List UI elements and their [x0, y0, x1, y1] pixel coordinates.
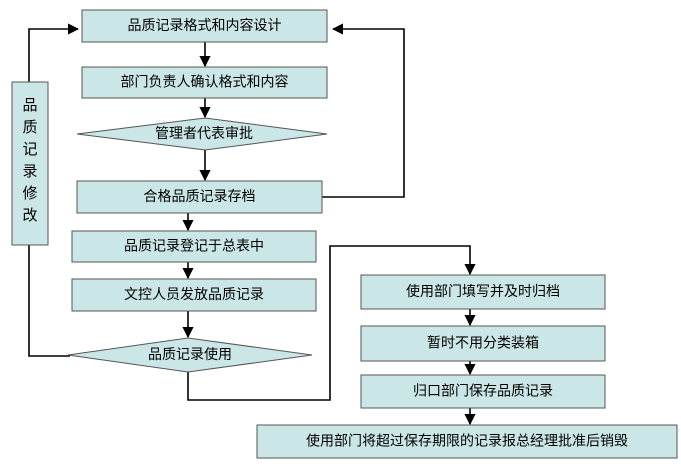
connectors	[28, 23, 476, 426]
node-archive: 合格品质记录存档	[76, 180, 323, 214]
node-distribute: 文控人员发放品质记录	[71, 278, 317, 312]
modify-char-1: 质	[22, 118, 37, 136]
svg-text:归口部门保存品质记录: 归口部门保存品质记录	[413, 383, 553, 400]
svg-text:部门负责人确认格式和内容: 部门负责人确认格式和内容	[121, 74, 289, 91]
modify-box: 品 质 记 录 修 改	[11, 81, 49, 246]
node-approve: 管理者代表审批	[76, 117, 328, 151]
node-boxing: 暂时不用分类装箱	[360, 325, 606, 362]
svg-text:管理者代表审批: 管理者代表审批	[155, 126, 253, 142]
svg-text:品质记录登记于总表中: 品质记录登记于总表中	[124, 239, 264, 255]
svg-text:暂时不用分类装箱: 暂时不用分类装箱	[427, 336, 539, 352]
node-confirm: 部门负责人确认格式和内容	[81, 66, 328, 99]
svg-text:使用部门填写并及时归档: 使用部门填写并及时归档	[406, 283, 560, 300]
node-register: 品质记录登记于总表中	[71, 230, 317, 263]
svg-text:品质记录使用: 品质记录使用	[148, 346, 232, 363]
node-use: 品质记录使用	[67, 337, 313, 373]
node-destroy: 使用部门将超过保存期限的记录报总经理批准后销毁	[256, 424, 678, 459]
modify-char-3: 录	[22, 162, 37, 180]
arrow-archive-feedback	[322, 23, 405, 198]
modify-char-5: 改	[22, 206, 37, 224]
node-design: 品质记录格式和内容设计	[81, 9, 328, 43]
svg-text:文控人员发放品质记录: 文控人员发放品质记录	[124, 287, 264, 303]
arrow-use-to-fill	[187, 245, 476, 401]
svg-text:使用部门将超过保存期限的记录报总经理批准后销毁: 使用部门将超过保存期限的记录报总经理批准后销毁	[306, 433, 628, 450]
svg-text:合格品质记录存档: 合格品质记录存档	[144, 189, 256, 205]
svg-text:品质记录格式和内容设计: 品质记录格式和内容设计	[128, 17, 282, 34]
node-keep: 归口部门保存品质记录	[360, 374, 606, 409]
node-fill: 使用部门填写并及时归档	[360, 274, 606, 310]
modify-char-0: 品	[22, 96, 37, 114]
modify-char-2: 记	[22, 140, 37, 158]
modify-char-4: 修	[22, 184, 37, 202]
